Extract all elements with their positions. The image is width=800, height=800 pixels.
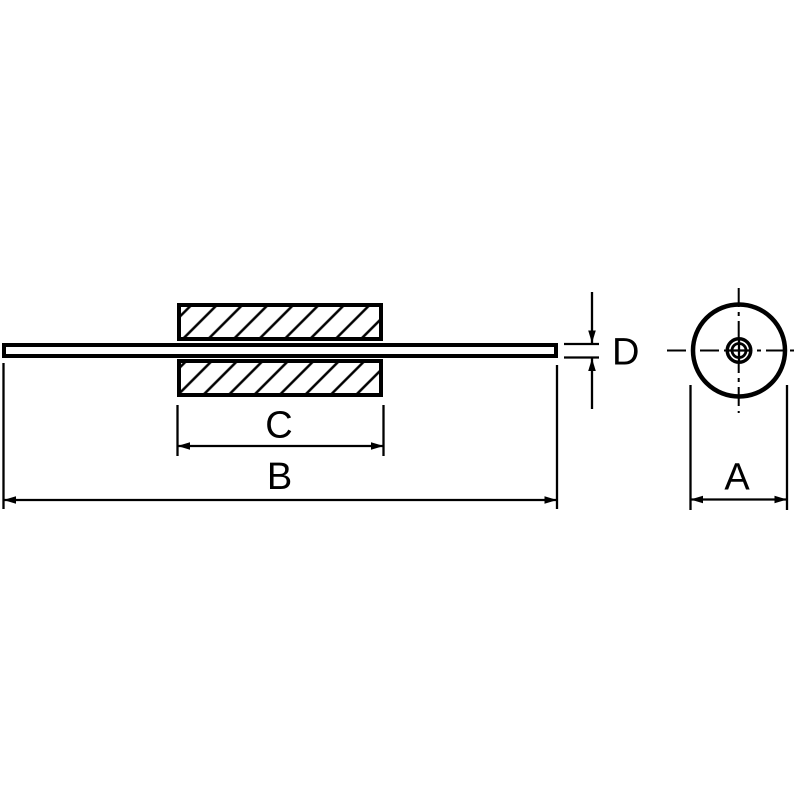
dimension-d-label: D: [612, 332, 639, 374]
dimension-c-label: C: [265, 405, 292, 447]
dimension-d: D: [564, 292, 639, 409]
end-view: [667, 288, 797, 413]
component-body-lower-half: [177, 359, 383, 397]
side-view: [2, 303, 558, 397]
dimension-b-label: B: [267, 456, 292, 498]
dimension-c: C: [176, 405, 385, 456]
lead-wire: [2, 343, 558, 358]
dimension-b: B: [2, 363, 559, 509]
dimension-a: A: [689, 385, 789, 510]
component-body-upper-half: [177, 303, 383, 341]
dimension-a-label: A: [724, 457, 750, 499]
